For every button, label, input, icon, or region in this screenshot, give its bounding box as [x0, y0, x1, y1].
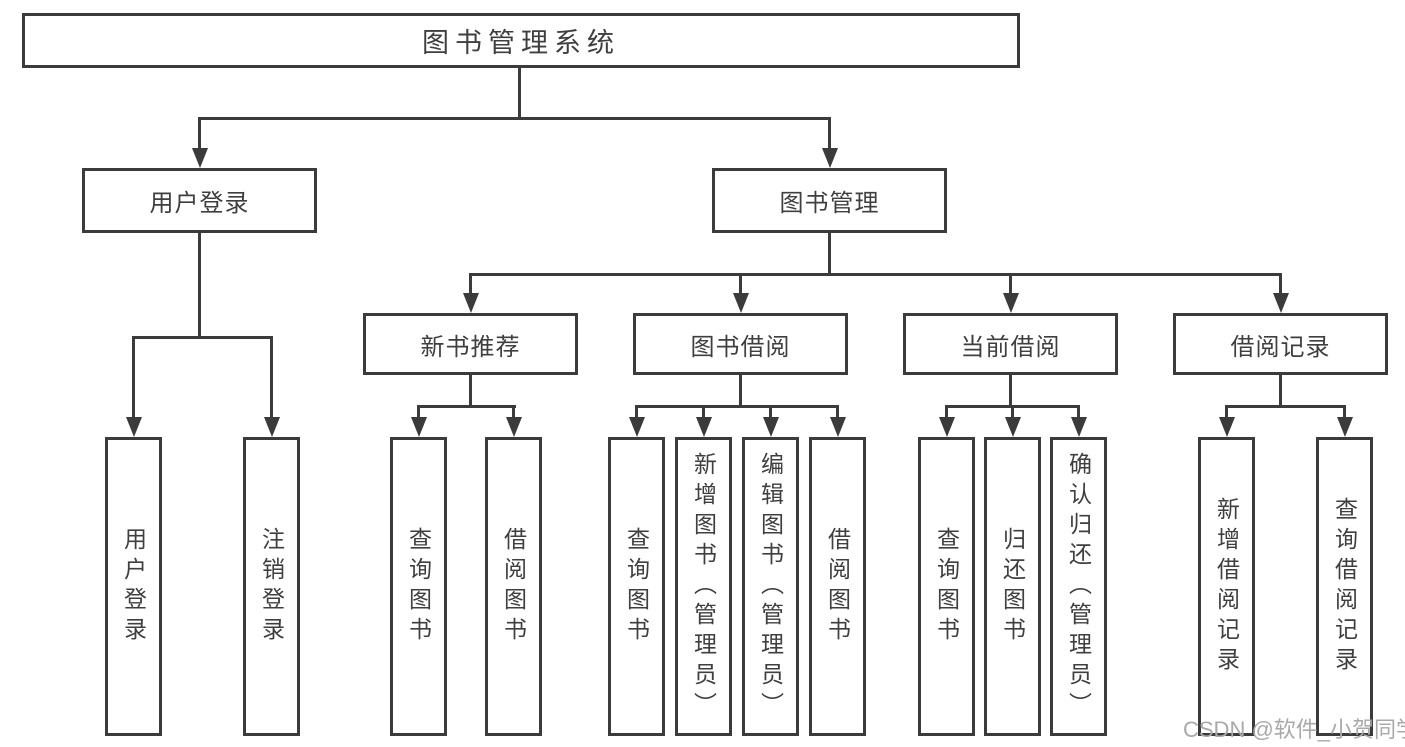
connector-line	[769, 405, 772, 419]
connector-line	[198, 233, 201, 339]
arrowhead-down-icon	[1071, 417, 1087, 437]
node-add-borrow-record: 新增借阅记录	[1198, 437, 1255, 736]
arrowhead-down-icon	[1337, 417, 1353, 437]
arrowhead-down-icon	[696, 417, 712, 437]
node-current-borrowing: 当前借阅	[903, 313, 1118, 375]
node-borrow-books-borrowing: 借阅图书	[809, 437, 866, 736]
node-label: 借阅图书	[500, 526, 527, 647]
node-query-borrow-record: 查询借阅记录	[1316, 437, 1373, 736]
node-label: 归还图书	[999, 526, 1026, 647]
connector-line	[1343, 405, 1346, 419]
node-label: 新增借阅记录	[1213, 496, 1240, 677]
connector-line	[828, 233, 831, 276]
connector-line	[1279, 274, 1282, 295]
arrowhead-down-icon	[264, 417, 280, 437]
node-book-management: 图书管理	[712, 168, 947, 233]
node-book-borrowing: 图书借阅	[633, 313, 848, 375]
arrowhead-down-icon	[822, 148, 838, 168]
node-label: 用户登录	[149, 190, 250, 217]
connector-line	[635, 405, 837, 408]
connector-line	[836, 405, 839, 419]
node-label: 新增图书（管理员）	[690, 451, 717, 722]
node-user-login: 用户登录	[82, 168, 317, 233]
connector-line	[469, 273, 1282, 276]
arrowhead-down-icon	[126, 417, 142, 437]
node-label: 查询图书	[405, 526, 432, 647]
arrowhead-down-icon	[1005, 417, 1021, 437]
arrowhead-down-icon	[192, 148, 208, 168]
connector-line	[518, 68, 521, 120]
connector-line	[270, 336, 273, 419]
connector-line	[512, 405, 515, 419]
connector-line	[417, 405, 516, 408]
arrowhead-down-icon	[629, 417, 645, 437]
node-library-management-system: 图书管理系统	[22, 13, 1020, 68]
arrowhead-down-icon	[1003, 293, 1019, 313]
connector-line	[469, 375, 472, 408]
node-label: 图书管理系统	[422, 28, 620, 58]
node-query-books-recommend: 查询图书	[390, 437, 447, 736]
node-query-books-borrowing: 查询图书	[608, 437, 665, 736]
arrowhead-down-icon	[506, 417, 522, 437]
connector-line	[1009, 375, 1012, 408]
node-label: 编辑图书（管理员）	[757, 451, 784, 722]
node-user-login-leaf: 用户登录	[105, 437, 162, 736]
connector-line	[828, 117, 831, 150]
arrowhead-down-icon	[1273, 293, 1289, 313]
arrowhead-down-icon	[763, 417, 779, 437]
node-add-books-admin: 新增图书（管理员）	[675, 437, 732, 736]
connector-line	[1225, 405, 1346, 408]
arrowhead-down-icon	[411, 417, 427, 437]
node-confirm-return-admin: 确认归还（管理员）	[1050, 437, 1107, 736]
connector-line	[198, 117, 831, 120]
node-label: 查询借阅记录	[1331, 496, 1358, 677]
arrowhead-down-icon	[463, 293, 479, 313]
connector-line	[945, 405, 948, 419]
connector-line	[739, 375, 742, 408]
connector-line	[469, 274, 472, 295]
node-label: 当前借阅	[960, 333, 1061, 361]
connector-line	[1279, 375, 1282, 408]
node-label: 新书推荐	[420, 333, 521, 361]
watermark: CSDN @软件_小贺同学	[1183, 717, 1405, 742]
node-label: 借阅图书	[824, 526, 851, 647]
arrowhead-down-icon	[733, 293, 749, 313]
node-return-books: 归还图书	[984, 437, 1041, 736]
connector-line	[702, 405, 705, 419]
connector-line	[1009, 274, 1012, 295]
connector-line	[1077, 405, 1080, 419]
connector-line	[1011, 405, 1014, 419]
node-label: 查询图书	[623, 526, 650, 647]
node-label: 图书借阅	[690, 333, 791, 361]
arrowhead-down-icon	[830, 417, 846, 437]
node-label: 借阅记录	[1230, 333, 1331, 361]
node-label: 查询图书	[933, 526, 960, 647]
node-label: 注销登录	[258, 526, 285, 647]
node-edit-books-admin: 编辑图书（管理员）	[742, 437, 799, 736]
node-new-book-recommend: 新书推荐	[363, 313, 578, 375]
connector-line	[132, 336, 273, 339]
connector-line	[1225, 405, 1228, 419]
arrowhead-down-icon	[1219, 417, 1235, 437]
connector-line	[739, 274, 742, 295]
node-borrow-books-recommend: 借阅图书	[485, 437, 542, 736]
connector-line	[417, 405, 420, 419]
node-label: 图书管理	[779, 190, 880, 217]
node-label: 确认归还（管理员）	[1065, 451, 1092, 722]
connector-line	[198, 117, 201, 150]
connector-line	[132, 336, 135, 419]
node-logout: 注销登录	[243, 437, 300, 736]
node-label: 用户登录	[120, 526, 147, 647]
connector-line	[635, 405, 638, 419]
arrowhead-down-icon	[939, 417, 955, 437]
node-query-books-current: 查询图书	[918, 437, 975, 736]
node-borrowing-records: 借阅记录	[1173, 313, 1388, 375]
